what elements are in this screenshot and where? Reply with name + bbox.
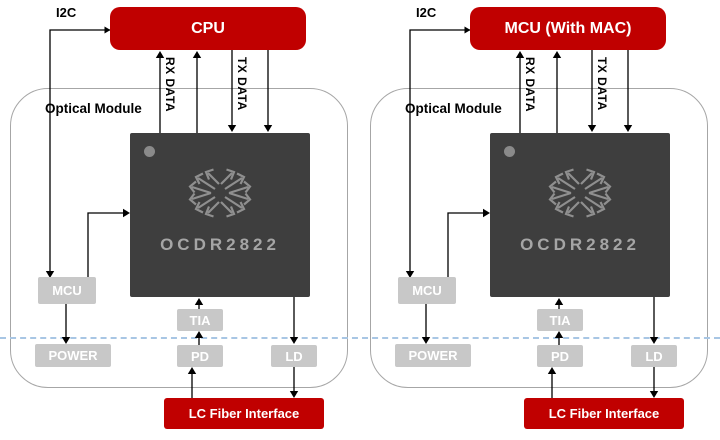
chip-logo-icon (548, 168, 612, 218)
ld-block: LD (631, 345, 677, 367)
host-box: MCU (With MAC) (470, 7, 666, 50)
diagram-mcu-mac-side: Optical Module (360, 0, 720, 440)
ocdr2822-chip: OCDR2822 (130, 133, 310, 297)
pd-block: PD (177, 345, 223, 367)
mcu-block: MCU (398, 277, 456, 304)
tia-block: TIA (177, 309, 223, 331)
mcu-block: MCU (38, 277, 96, 304)
optical-module-label: Optical Module (45, 101, 142, 116)
tia-block: TIA (537, 309, 583, 331)
i2c-label: I2C (56, 5, 77, 20)
chip-part-number: OCDR2822 (520, 235, 640, 254)
power-block: POWER (395, 344, 471, 367)
lc-fiber-interface-block: LC Fiber Interface (164, 398, 324, 429)
pd-block: PD (537, 345, 583, 367)
ld-block: LD (271, 345, 317, 367)
tx-data-label: TX DATA (235, 57, 249, 111)
host-box: CPU (110, 7, 306, 50)
lc-fiber-interface-block: LC Fiber Interface (524, 398, 684, 429)
i2c-label: I2C (416, 5, 437, 20)
pin1-dot (504, 146, 515, 157)
pin1-dot (144, 146, 155, 157)
rx-data-label: RX DATA (523, 57, 537, 113)
dashed-divider-line (0, 337, 720, 339)
rx-data-label: RX DATA (163, 57, 177, 113)
optical-module-label: Optical Module (405, 101, 502, 116)
chip-logo-icon (188, 168, 252, 218)
chip-part-number: OCDR2822 (160, 235, 280, 254)
ocdr2822-chip: OCDR2822 (490, 133, 670, 297)
tx-data-label: TX DATA (595, 57, 609, 111)
power-block: POWER (35, 344, 111, 367)
diagram-cpu-side: Optical Module (10, 5, 348, 429)
